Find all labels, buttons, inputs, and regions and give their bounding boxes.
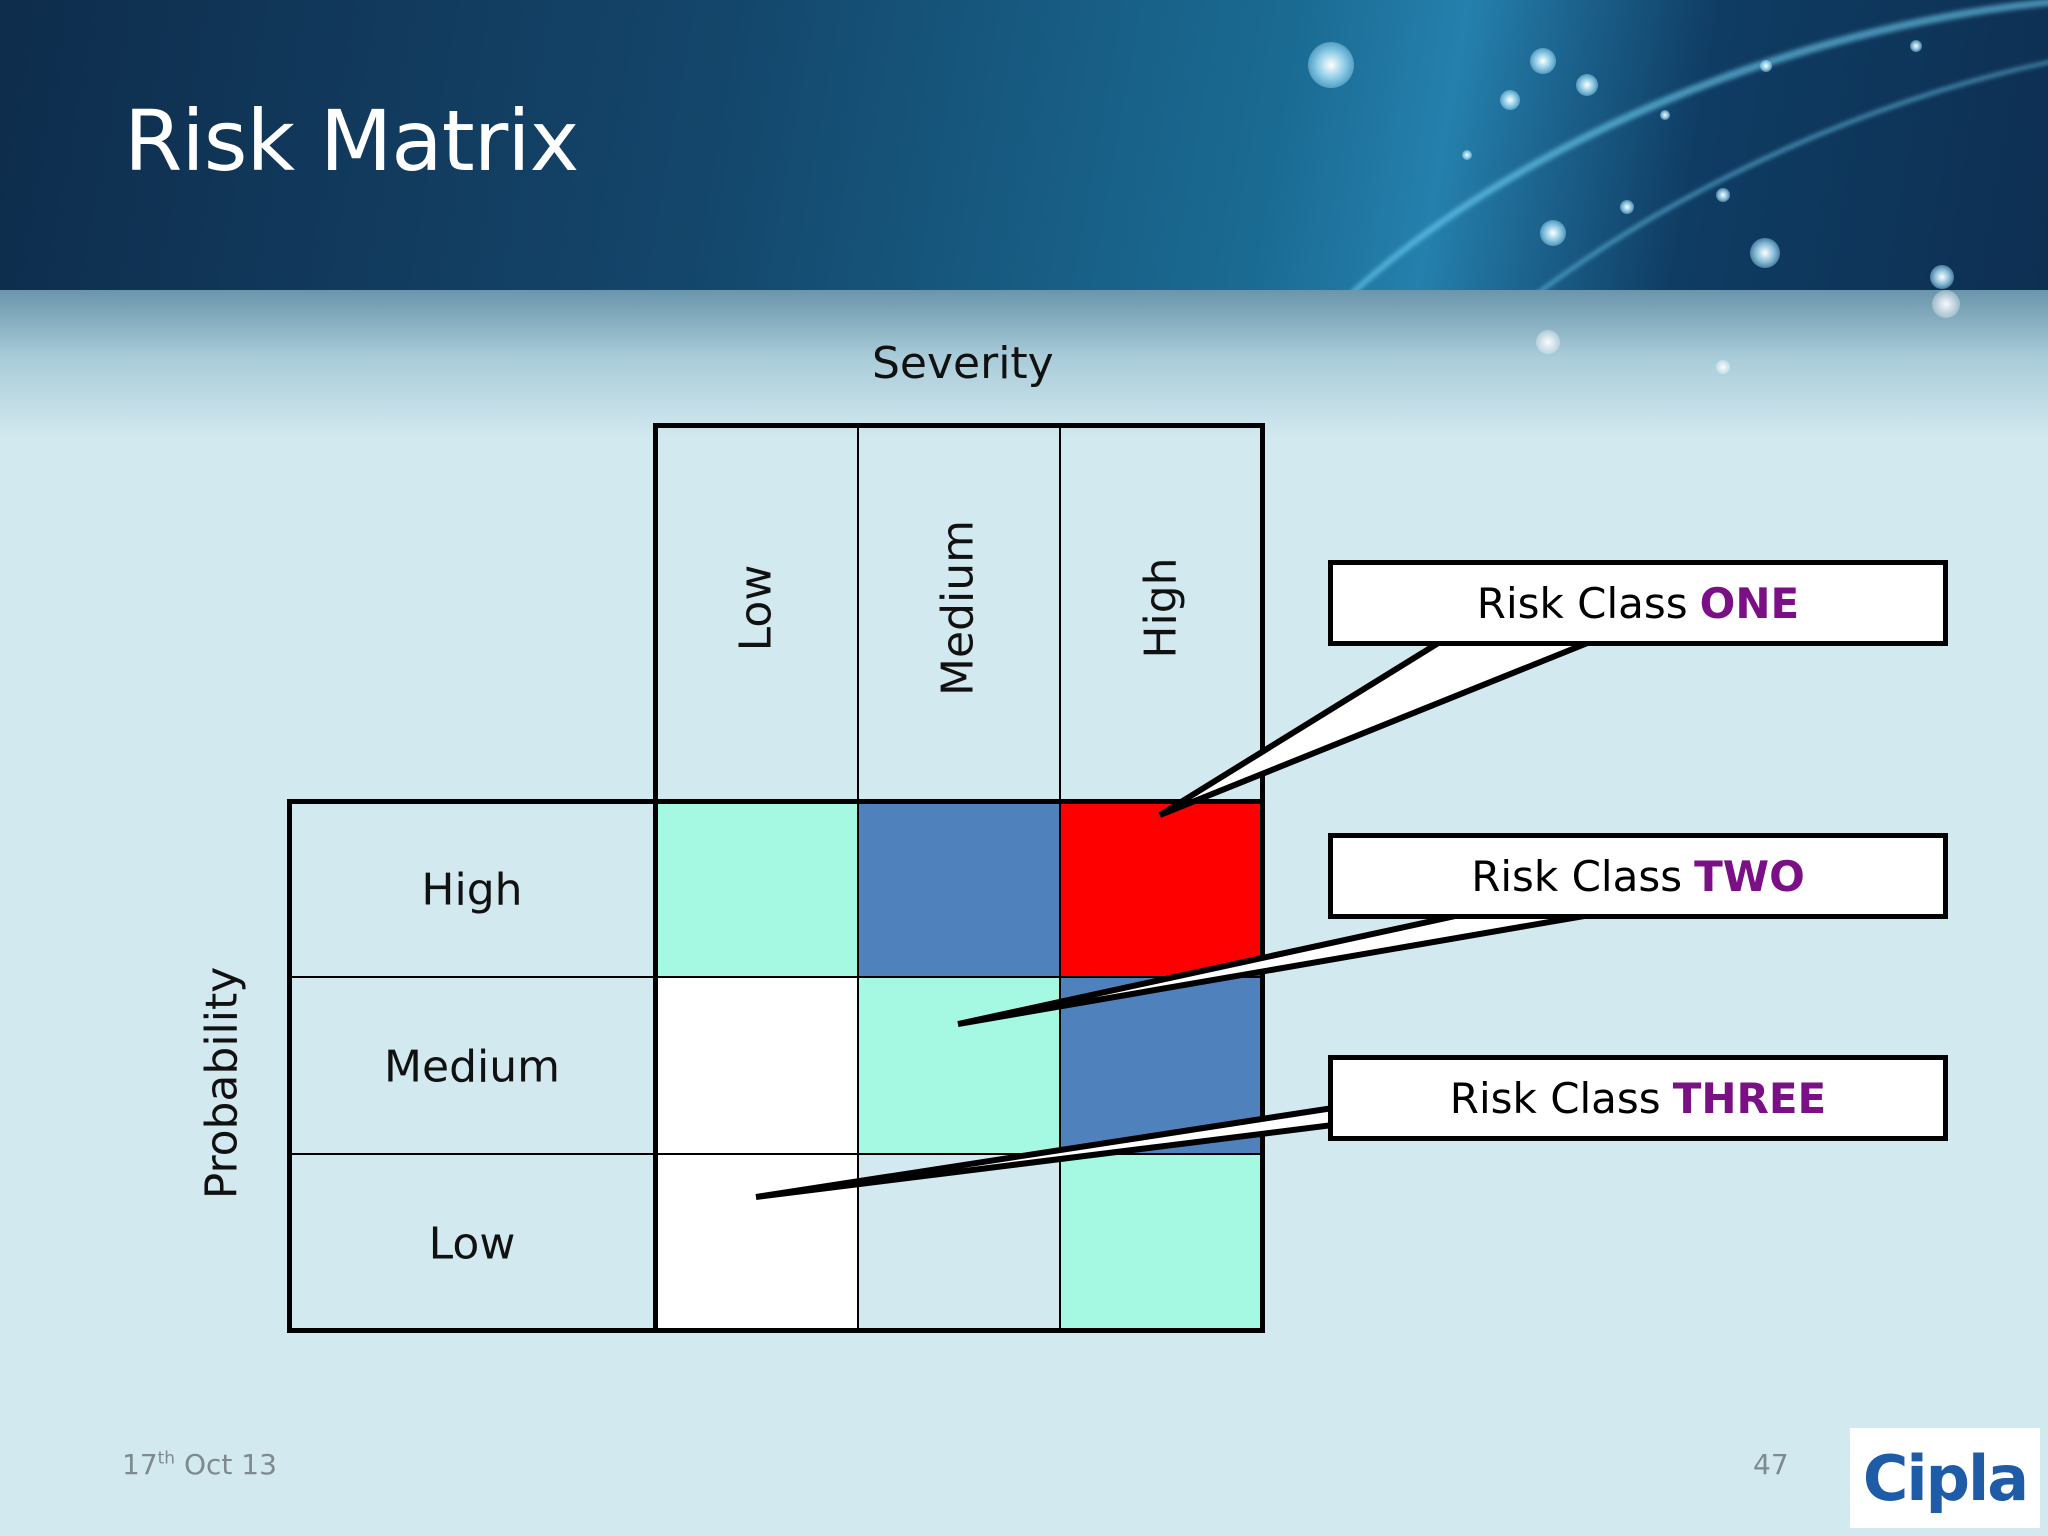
severity-axis-label: Severity [872, 338, 1054, 389]
star-sparkle [1530, 48, 1556, 74]
star-sparkle [1716, 360, 1730, 374]
star-sparkle [1500, 90, 1520, 110]
star-sparkle [1536, 330, 1560, 354]
date-day: 17 [122, 1448, 158, 1481]
matrix-divider [656, 976, 1262, 978]
slide-date: 17th Oct 13 [122, 1448, 277, 1481]
callout-emphasis: ONE [1699, 578, 1800, 628]
probability-divider [290, 1153, 656, 1155]
matrix-cell [1060, 1154, 1262, 1330]
callout-emphasis: THREE [1672, 1073, 1827, 1123]
matrix-cell [858, 802, 1060, 977]
star-sparkle [1750, 238, 1780, 268]
star-sparkle [1620, 200, 1634, 214]
matrix-cell [858, 1154, 1060, 1330]
callout-emphasis: TWO [1694, 851, 1805, 901]
matrix-divider [1059, 802, 1061, 1330]
matrix-divider [656, 1153, 1262, 1155]
star-sparkle [1462, 150, 1472, 160]
matrix-cell [656, 977, 858, 1154]
callout-prefix: Risk Class [1471, 851, 1683, 901]
matrix-cell [656, 1154, 858, 1330]
matrix-cell [1060, 802, 1262, 977]
severity-divider [1059, 425, 1061, 803]
logo-text: Cipla [1862, 1441, 2029, 1515]
probability-divider [290, 976, 656, 978]
star-sparkle [1576, 74, 1598, 96]
date-suffix: th [157, 1448, 176, 1469]
banner-fade [0, 290, 2048, 440]
callout-pointer-three [755, 1104, 1336, 1200]
matrix-outline [653, 799, 1265, 1333]
star-sparkle [1540, 220, 1566, 246]
probability-level-high: High [421, 864, 523, 916]
matrix-divider [857, 802, 859, 1330]
star-sparkle [1716, 188, 1730, 202]
star-sparkle [1930, 265, 1954, 289]
star-sparkle [1660, 110, 1670, 120]
severity-divider [857, 425, 859, 803]
star-sparkle [1308, 42, 1354, 88]
callout-prefix: Risk Class [1476, 578, 1688, 628]
probability-level-low: Low [428, 1218, 516, 1270]
callout-pointer-one [1158, 639, 1592, 818]
callout-prefix: Risk Class [1449, 1073, 1661, 1123]
slide-number: 47 [1753, 1448, 1789, 1481]
star-sparkle [1932, 290, 1960, 318]
header-banner [0, 0, 2048, 290]
probability-level-medium: Medium [384, 1041, 560, 1093]
slide-title: Risk Matrix [124, 92, 579, 190]
star-sparkle [1910, 40, 1922, 52]
date-rest: Oct 13 [175, 1448, 277, 1481]
callout-pointer-two [957, 912, 1591, 1027]
cipla-logo: Cipla [1850, 1428, 2040, 1528]
matrix-cell [656, 802, 858, 977]
star-sparkle [1760, 60, 1772, 72]
